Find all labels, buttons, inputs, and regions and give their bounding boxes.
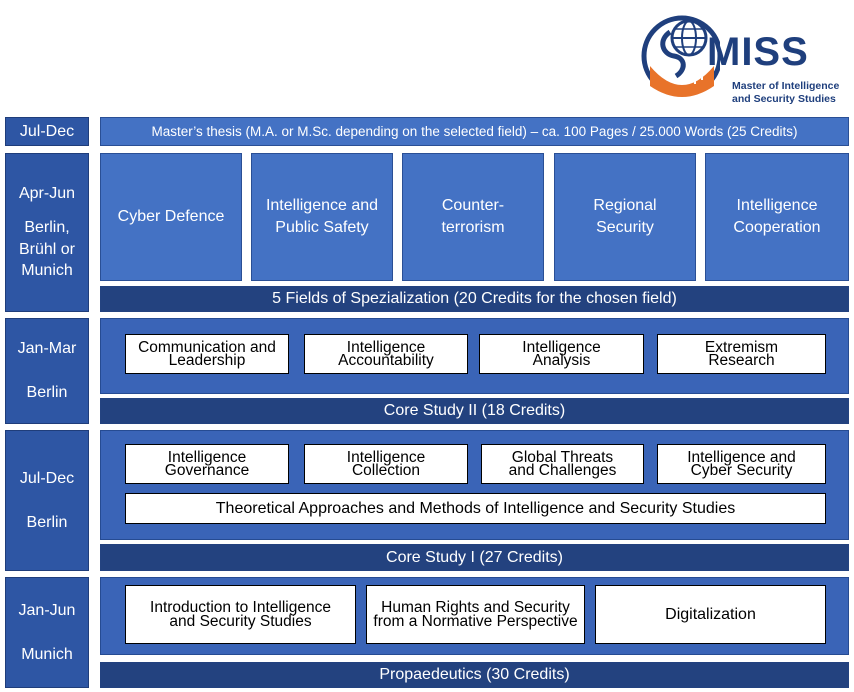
location-text: Berlin — [26, 513, 68, 531]
logo-abbreviation: MISS — [707, 30, 809, 74]
period-label-core-study-2: Jan-Mar Berlin — [5, 318, 89, 424]
core-study-2-title-bar: Core Study II (18 Credits) — [100, 398, 849, 424]
location-text: Berlin, Brühl or Munich — [18, 218, 76, 280]
period-label-thesis: Jul-Dec — [5, 117, 89, 146]
logo-subtitle-line2: and Security Studies — [732, 93, 836, 106]
module-theoretical-approaches: Theoretical Approaches and Methods of In… — [125, 493, 826, 524]
module-global-threats-challenges: Global Threats and Challenges — [481, 444, 644, 484]
specialization-title-bar: 5 Fields of Spezialization (20 Credits f… — [100, 286, 849, 312]
miss-logo — [640, 4, 854, 108]
location-text: Munich — [21, 645, 73, 663]
period-text: Jul-Dec — [19, 122, 75, 140]
period-label-core-study-1: Jul-Dec Berlin — [5, 430, 89, 571]
period-label-propaedeutics: Jan-Jun Munich — [5, 577, 89, 688]
module-extremism-research: Extremism Research — [657, 334, 826, 374]
module-digitalization: Digitalization — [595, 585, 826, 644]
period-text: Jan-Mar — [17, 340, 77, 358]
globe-emblem-icon — [641, 15, 720, 97]
logo-subtitle: Master of Intelligence and Security Stud… — [732, 80, 839, 106]
period-label-specialization: Apr-Jun Berlin, Brühl or Munich — [5, 153, 89, 312]
period-text: Jan-Jun — [18, 601, 76, 619]
module-communication-leadership: Communication and Leadership — [125, 334, 289, 374]
field-card-regional-security: Regional Security — [554, 153, 696, 281]
core-study-1-title-bar: Core Study I (27 Credits) — [100, 544, 849, 571]
location-text: Berlin — [26, 384, 68, 401]
field-card-intelligence-cooperation: Intelligence Cooperation — [705, 153, 849, 281]
module-intelligence-accountability: Intelligence Accountability — [304, 334, 468, 374]
period-text: Apr-Jun — [18, 185, 76, 203]
module-intelligence-governance: Intelligence Governance — [125, 444, 289, 484]
field-card-counter-terrorism: Counter-terrorism — [402, 153, 544, 281]
field-card-cyber-defence: Cyber Defence — [100, 153, 242, 281]
module-intelligence-cyber-security: Intelligence and Cyber Security — [657, 444, 826, 484]
field-card-intelligence-public-safety: Intelligence and Public Safety — [251, 153, 393, 281]
module-intelligence-collection: Intelligence Collection — [304, 444, 468, 484]
logo-subtitle-line1: Master of Intelligence — [732, 80, 840, 92]
thesis-box: Master’s thesis (M.A. or M.Sc. depending… — [100, 117, 849, 146]
period-text: Jul-Dec — [19, 469, 75, 487]
module-intelligence-analysis: Intelligence Analysis — [479, 334, 644, 374]
module-introduction-iss: Introduction to Intelligence and Securit… — [125, 585, 356, 644]
propaedeutics-title-bar: Propaedeutics (30 Credits) — [100, 662, 849, 688]
module-human-rights-security: Human Rights and Security from a Normati… — [366, 585, 585, 644]
